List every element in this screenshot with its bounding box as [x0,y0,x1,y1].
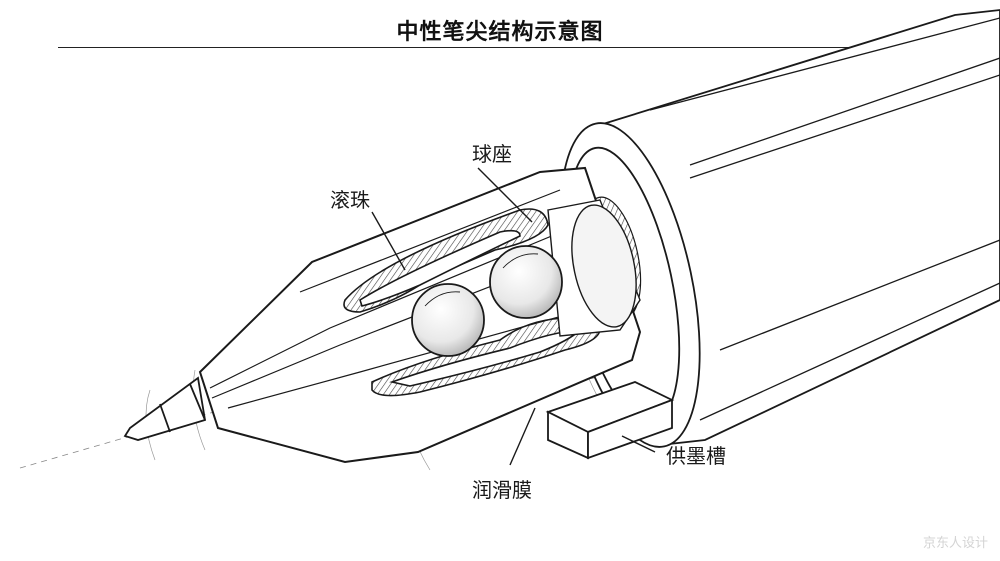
label-seat: 球座 [472,142,512,166]
ball-highlights [424,253,539,307]
label-ball: 滚珠 [330,188,370,212]
ball-pair [411,245,563,357]
diagram-title: 中性笔尖结构示意图 [396,20,604,45]
ink-groove-block [545,381,675,460]
label-ink-groove: 供墨槽 [666,444,726,468]
label-lubricating-film: 润滑膜 [472,478,532,502]
seat-lower-section [371,317,601,397]
title-underline [58,47,1000,48]
barrel-edge-lines [649,17,1000,421]
seat-upper-section [343,208,549,313]
watermark-text: 京东人设计 [922,536,988,551]
needle-tip [123,376,207,441]
leader-lines [371,167,656,466]
inner-bore [547,199,641,337]
